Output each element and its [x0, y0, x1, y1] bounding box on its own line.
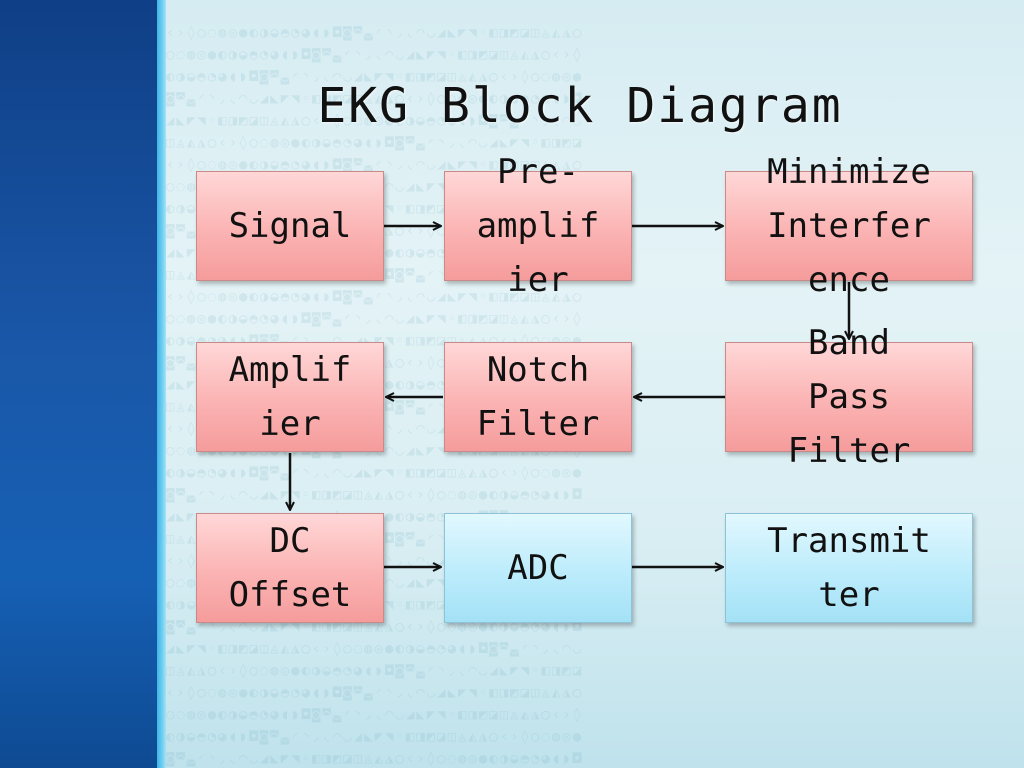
block-transmitter: Transmit ter: [725, 513, 973, 623]
sidebar-accent-stripe: [157, 0, 166, 768]
block-notch-filter: Notch Filter: [444, 342, 632, 452]
block-band-pass-filter: Band Pass Filter: [725, 323, 973, 471]
sidebar-band: [0, 0, 157, 768]
block-adc: ADC: [444, 513, 632, 623]
block-signal: Signal: [196, 171, 384, 281]
block-dc-offset: DC Offset: [196, 513, 384, 623]
block-minimize-interference: Minimize Interfer ence: [725, 152, 973, 300]
block-preamplifier: Pre- amplif ier: [444, 152, 632, 300]
slide-title: EKG Block Diagram: [317, 78, 843, 134]
block-amplifier: Amplif ier: [196, 342, 384, 452]
